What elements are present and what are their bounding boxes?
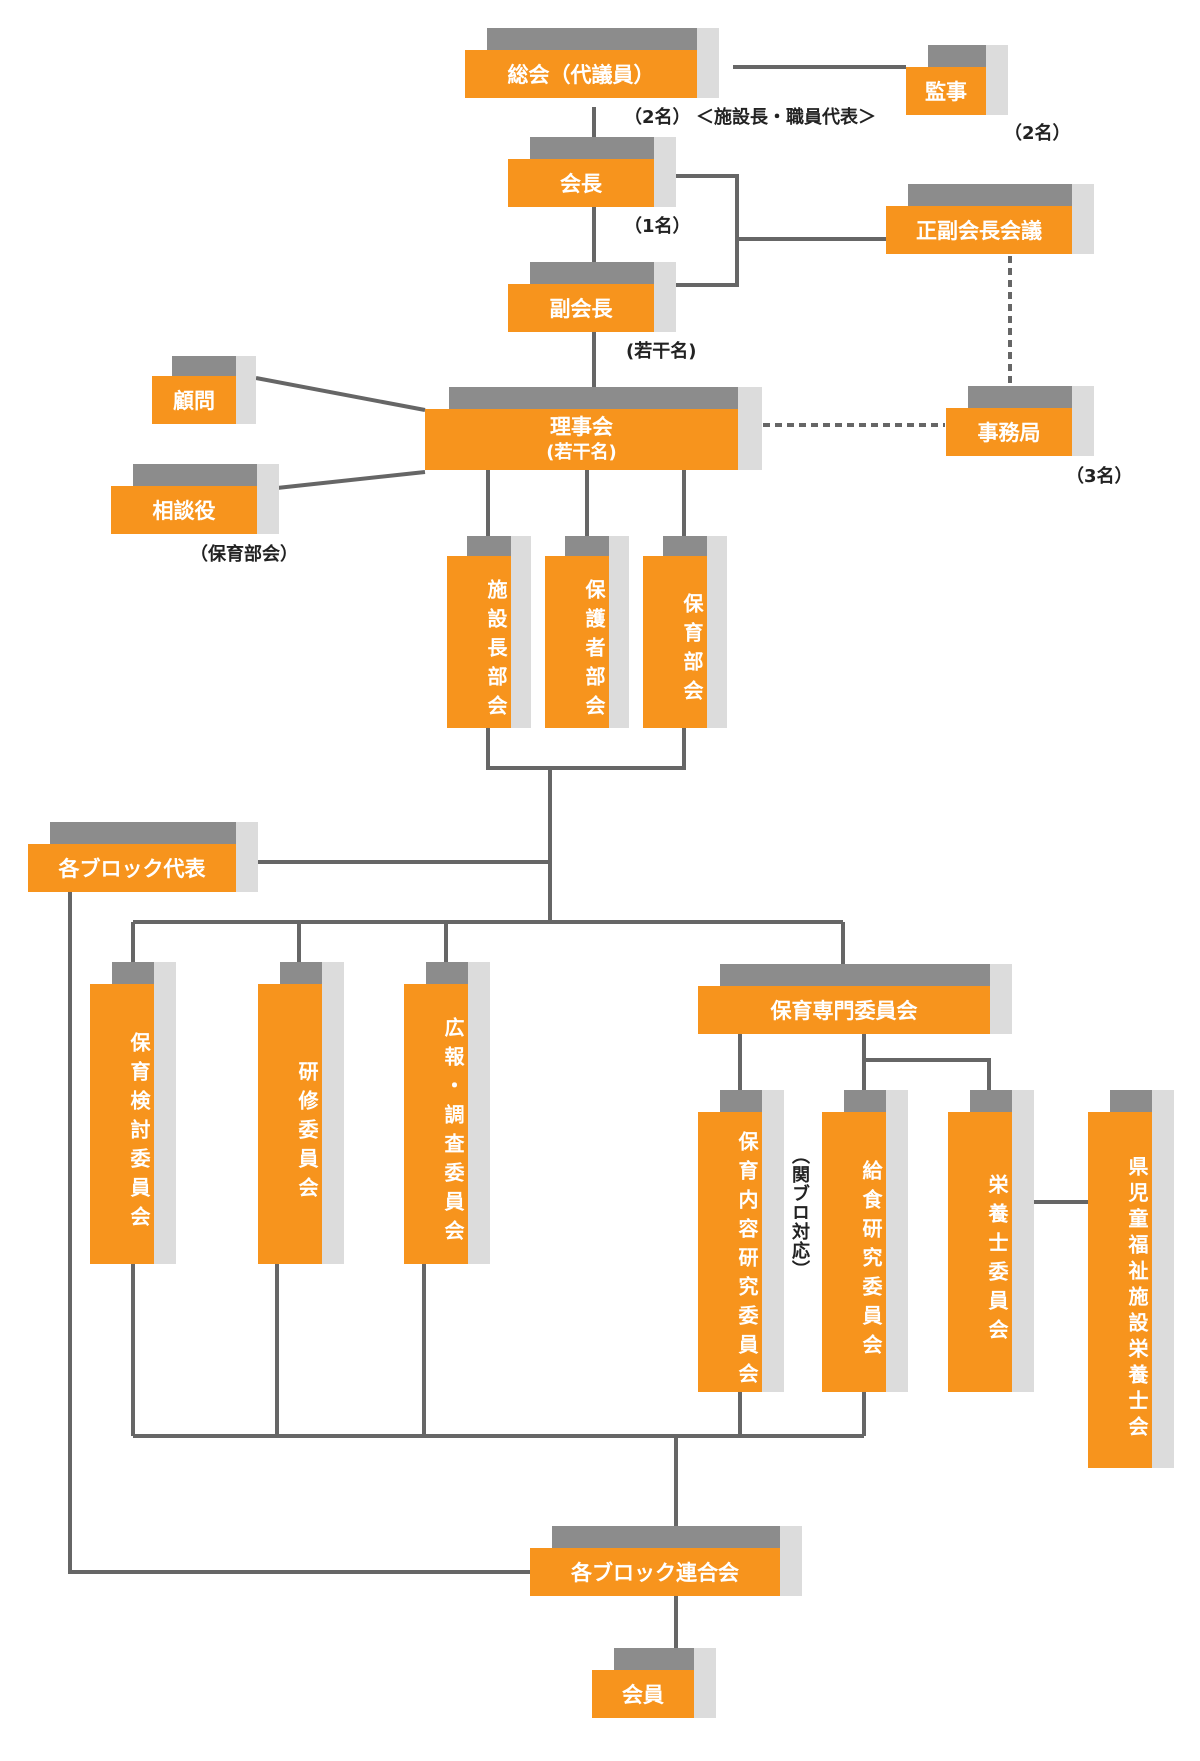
node-hoiku-naiyo-label: 保育内容研究委員会 [698,1112,762,1392]
line-bukai-bracket [486,728,686,770]
node-rijikai-label: 理事会 [550,414,613,439]
note-kanji-count: （2名） [1004,123,1071,144]
node-seifuku-label: 正副会長会議 [886,206,1072,254]
node-block-daihyo-label: 各ブロック代表 [28,844,236,892]
node-rijikai-front: 理事会 (若干名) [425,409,738,470]
node-koho-chosa-label: 広報・調査委員会 [404,984,468,1264]
note-kaicho-count: （1名） [624,216,691,237]
node-kaiin-label: 会員 [592,1670,694,1718]
node-sodanyaku-label: 相談役 [111,486,257,534]
note-fukukaicho-count: (若干名) [626,341,697,362]
node-kanji-label: 監事 [906,67,986,115]
node-jimukyoku-label: 事務局 [946,408,1072,456]
node-kaicho-label: 会長 [508,159,654,207]
node-shisetsucho-bukai-label: 施設長部会 [447,556,511,728]
node-hogosha-bukai-label: 保護者部会 [545,556,609,728]
node-hoiku-senmon-label: 保育専門委員会 [698,986,990,1034]
note-soukai-desc: ＜施設長・職員代表＞ [696,107,876,128]
node-eiyoshi-label: 栄養士委員会 [948,1112,1012,1392]
node-ken-jido-label: 県児童福祉施設栄養士会 [1088,1112,1152,1468]
node-hoiku-kento-label: 保育検討委員会 [90,984,154,1264]
note-soukai-count: （2名） [624,107,691,128]
note-sodanyaku: （保育部会） [190,544,298,565]
line-bracket-seifuku [674,174,739,287]
note-jimukyoku-count: （3名） [1066,466,1133,487]
node-rijikai-sub: (若干名) [546,441,617,463]
line-sodanyaku-rijikai [276,470,426,490]
node-hoiku-bukai-label: 保育部会 [643,556,707,728]
note-kanburo: （関ブロ対応） [789,1146,810,1279]
node-kyushoku-label: 給食研究委員会 [822,1112,886,1392]
node-block-rengokai-label: 各ブロック連合会 [530,1548,780,1596]
node-kenshu-label: 研修委員会 [258,984,322,1264]
node-fukukaicho-label: 副会長 [508,284,654,332]
node-komon-label: 顧問 [152,376,236,424]
node-soukai-label: 総会（代議員） [465,50,697,98]
line-komon-rijikai [255,376,426,412]
